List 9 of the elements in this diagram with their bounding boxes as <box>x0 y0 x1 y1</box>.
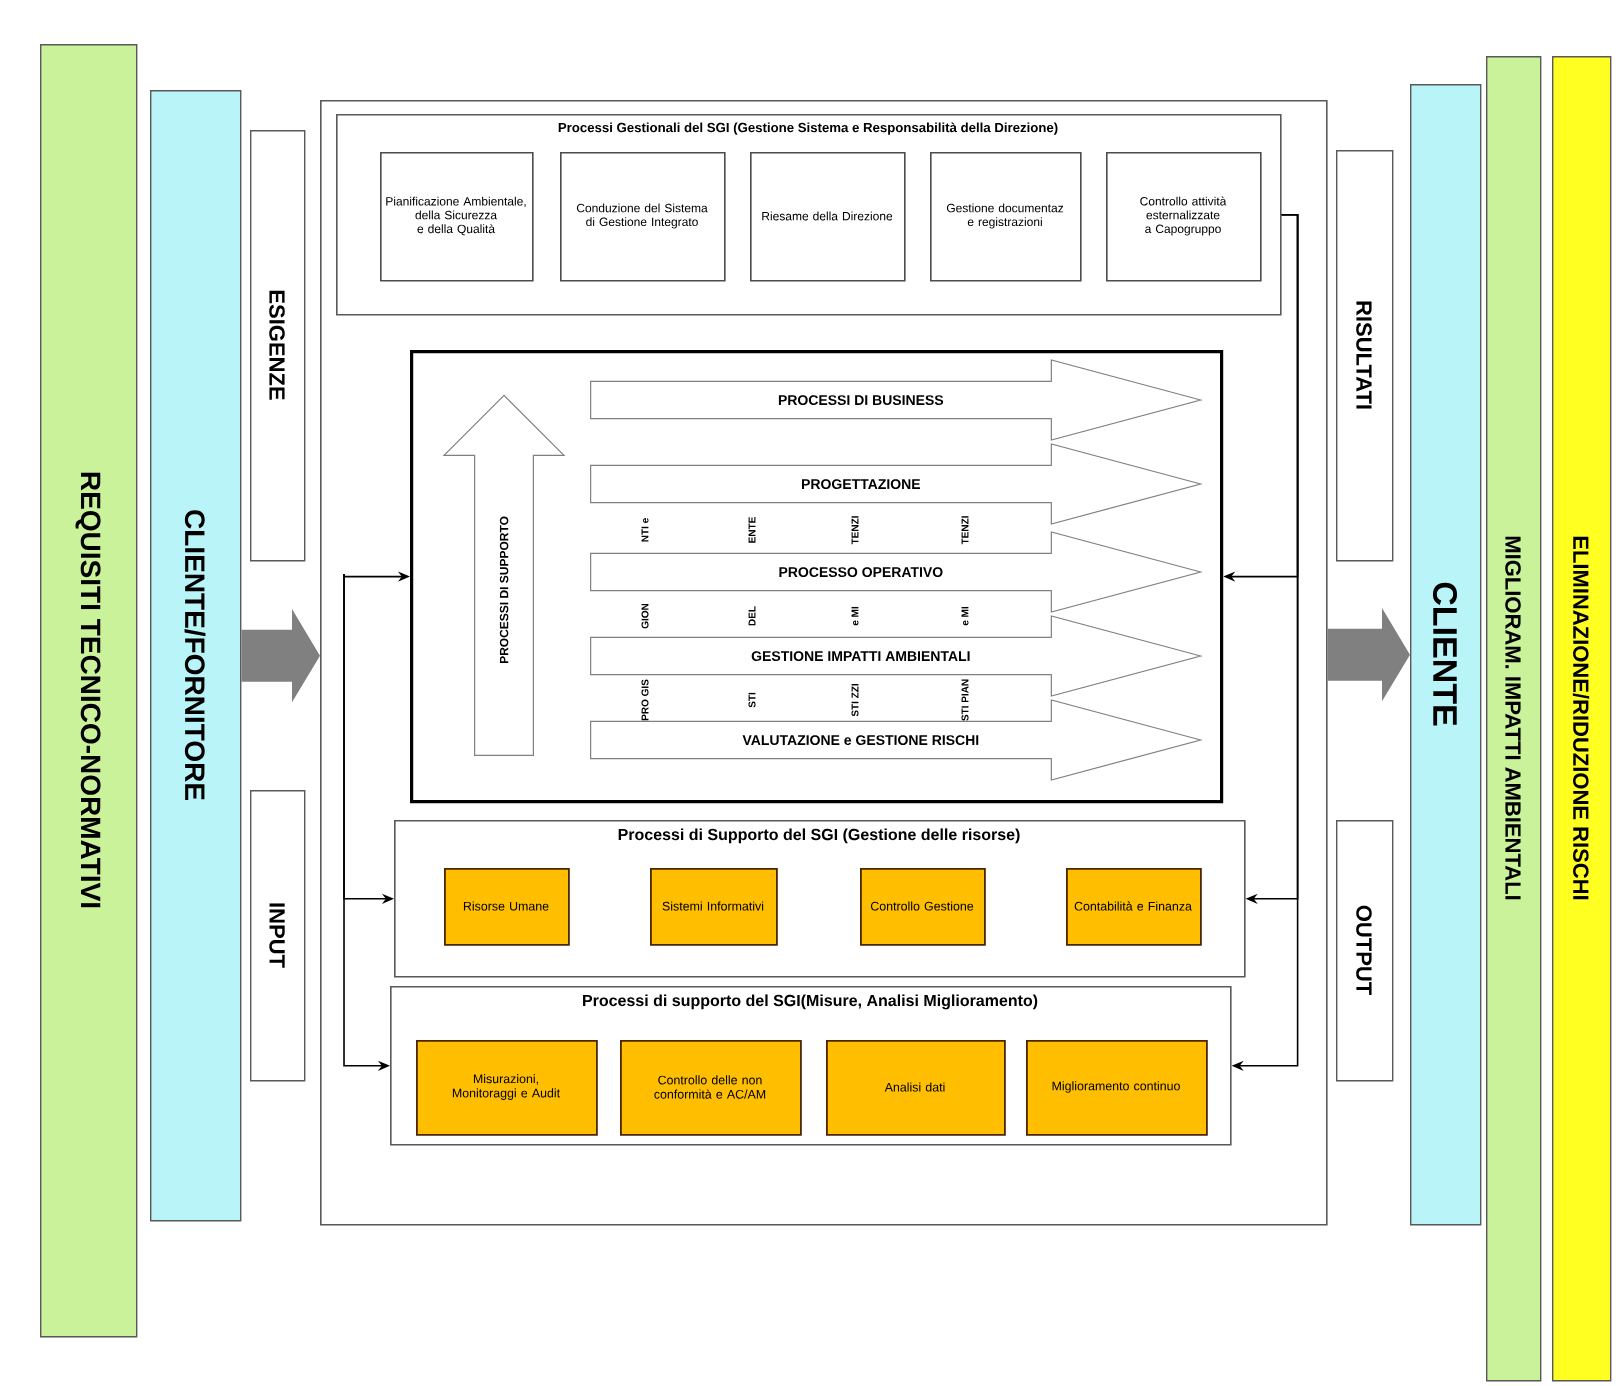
vertical-label-box: ELIMINAZIONE/RIDUZIONE RISCHI <box>1552 56 1612 1382</box>
vertical-label-box: MIGLIORAM. IMPATTI AMBIENTALI <box>1486 56 1542 1382</box>
vertical-label-box: ESIGENZE <box>250 130 306 562</box>
vertical-label-box: RISULTATI <box>1336 150 1394 562</box>
vertical-label-box: REQUISITI TECNICO-NORMATIVI <box>40 44 138 1338</box>
vertical-label-box: CLIENTE <box>1410 84 1482 1226</box>
vertical-label-box: OUTPUT <box>1336 820 1394 1082</box>
vertical-label-box: INPUT <box>250 790 306 1082</box>
vertical-label-box: CLIENTE/FORNITORE <box>150 90 242 1222</box>
